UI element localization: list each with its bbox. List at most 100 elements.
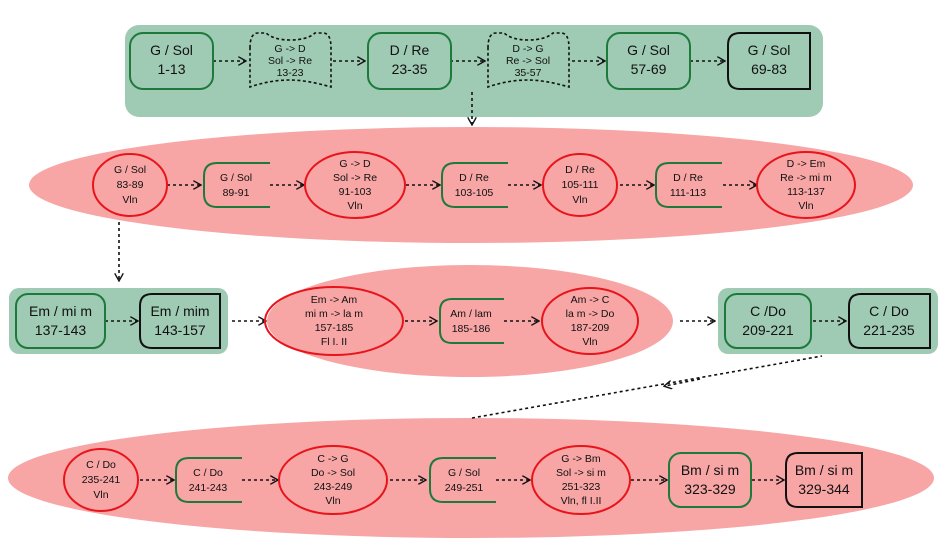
r4n4-key: G / Sol — [448, 467, 480, 479]
r2n5-key: D / Re — [565, 164, 595, 176]
r1n2-bars: 13-23 — [277, 67, 304, 79]
row3-node-6: C /Do 209-221 — [724, 293, 812, 349]
row1-band — [125, 25, 823, 117]
r3n3-solfege: mi m -> la m — [305, 308, 363, 320]
r4n5-bars: 251-323 — [562, 481, 601, 493]
r2n7-key: D -> Em — [787, 158, 826, 170]
r2n4-bars: 103-105 — [455, 187, 494, 199]
r1n3-bars: 23-35 — [392, 61, 428, 77]
r2n6-key: D / Re — [673, 172, 703, 184]
r4n1-instr: Vln — [93, 489, 108, 501]
r4n1-key: C / Do — [86, 459, 116, 471]
r2n3-instr: Vln — [347, 200, 362, 212]
r2n5-bars: 105-111 — [562, 179, 599, 191]
r2n7-instr: Vln — [798, 200, 813, 212]
r4n6-bars: 323-329 — [684, 481, 736, 497]
r3n5-solfege: la m -> Do — [566, 308, 615, 320]
r3n6-bars: 209-221 — [742, 322, 794, 338]
row3-node-4: Am / lam 185-186 — [439, 298, 504, 344]
row2-node-4: D / Re 103-105 — [441, 162, 508, 208]
r4n5-solfege: Sol -> si m — [556, 467, 606, 479]
r3n1-bars: 137-143 — [35, 322, 87, 338]
r1n3-key: D / Re — [390, 42, 430, 58]
r4n3-solfege: Do -> Sol — [311, 467, 355, 479]
r4n5-key: G -> Bm — [561, 453, 601, 465]
row2-node-2: G / Sol 89-91 — [203, 162, 270, 208]
r3n3-bars: 157-185 — [315, 322, 354, 334]
r3n5-bars: 187-209 — [571, 322, 610, 334]
r2n6-bars: 111-113 — [670, 187, 706, 199]
r1n4-solfege: Re -> Sol — [506, 55, 550, 67]
r3n5-key: Am -> C — [571, 294, 610, 306]
r3n7-bars: 221-235 — [863, 322, 915, 338]
r4n2-key: C / Do — [193, 467, 223, 479]
arrow-r3-r4-head — [665, 378, 701, 386]
r4n3-key: C -> G — [317, 453, 348, 465]
r3n3-instr: Fl I. II — [321, 336, 347, 348]
r2n7-solfege: Re -> mi m — [780, 172, 832, 184]
r4n7-key: Bm / si m — [795, 462, 853, 478]
r3n2-bars: 143-157 — [154, 322, 206, 338]
row2-node-6: D / Re 111-113 — [655, 162, 722, 208]
r3n4-bars: 185-186 — [452, 323, 491, 335]
r4n1-bars: 235-241 — [82, 474, 121, 486]
r1n1-key: G / Sol — [150, 42, 193, 58]
r3n4-key: Am / lam — [450, 308, 492, 320]
r2n4-key: D / Re — [459, 172, 489, 184]
row3-band-center — [267, 265, 673, 377]
row1-node-3: D / Re 23-35 — [367, 32, 452, 90]
r4n4-bars: 249-251 — [445, 482, 484, 494]
r1n5-key: G / Sol — [627, 42, 670, 58]
r3n6-key: C /Do — [750, 303, 786, 319]
r4n3-bars: 243-249 — [314, 481, 353, 493]
r2n3-key: G -> D — [339, 158, 371, 170]
r1n4-bars: 35-57 — [515, 67, 542, 79]
r2n2-bars: 89-91 — [223, 187, 250, 199]
row2-band — [29, 127, 913, 243]
r1n6-key: G / Sol — [748, 42, 791, 58]
r2n2-key: G / Sol — [220, 172, 252, 184]
r2n1-key: G / Sol — [114, 164, 146, 176]
r1n2-solfege: Sol -> Re — [268, 55, 312, 67]
r2n1-instr: Vln — [122, 194, 137, 206]
r4n6-key: Bm / si m — [681, 462, 739, 478]
r1n2-key: G -> D — [274, 43, 306, 55]
row1-node-5: G / Sol 57-69 — [606, 32, 691, 90]
r1n5-bars: 57-69 — [631, 61, 667, 77]
r3n1-key: Em / mi m — [29, 303, 92, 319]
r2n5-instr: Vln — [572, 194, 587, 206]
r3n5-instr: Vln — [582, 336, 597, 348]
arrow-r3-r4 — [471, 355, 823, 419]
